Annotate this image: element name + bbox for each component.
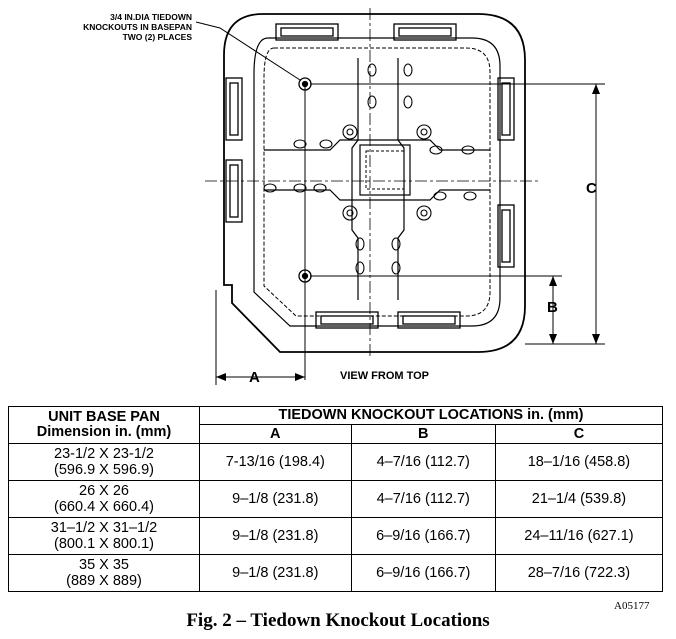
dimension-a-label: A bbox=[249, 369, 260, 386]
base-millimeters: (800.1 X 800.1) bbox=[54, 536, 154, 552]
base-pan-cell: 35 X 35 (889 X 889) bbox=[8, 554, 200, 592]
tiedown-group-header: TIEDOWN KNOCKOUT LOCATIONS in. (mm) bbox=[199, 406, 663, 425]
cross-rib-horizontal bbox=[264, 139, 490, 201]
tiedown-knockout-note: 3/4 IN.DIA TIEDOWN KNOCKOUTS IN BASEPAN … bbox=[40, 12, 192, 42]
location-a-cell: 9–1/8 (231.8) bbox=[199, 480, 352, 518]
view-label: VIEW FROM TOP bbox=[340, 370, 430, 382]
base-millimeters: (596.9 X 596.9) bbox=[54, 462, 154, 478]
location-a-cell: 9–1/8 (231.8) bbox=[199, 517, 352, 555]
note-line: 3/4 IN.DIA TIEDOWN bbox=[110, 12, 192, 22]
perimeter-slots bbox=[225, 23, 515, 329]
table-row: 31–1/2 X 31–1/2 (800.1 X 800.1) 9–1/8 (2… bbox=[8, 517, 664, 555]
note-line: TWO (2) PLACES bbox=[122, 32, 192, 42]
base-millimeters: (660.4 X 660.4) bbox=[54, 499, 154, 515]
base-inches: 23-1/2 X 23-1/2 bbox=[54, 446, 154, 462]
location-b-cell: 4–7/16 (112.7) bbox=[350, 443, 496, 481]
base-inches: 35 X 35 bbox=[79, 557, 129, 573]
column-c-header: C bbox=[494, 424, 664, 444]
base-millimeters: (889 X 889) bbox=[66, 573, 142, 589]
base-pan-outline bbox=[223, 13, 526, 353]
column-b-header: B bbox=[350, 424, 496, 444]
location-b-cell: 4–7/16 (112.7) bbox=[350, 480, 496, 518]
location-c-cell: 18–1/16 (458.8) bbox=[494, 443, 664, 481]
base-pan-header: UNIT BASE PAN Dimension in. (mm) bbox=[8, 406, 200, 444]
note-line: KNOCKOUTS IN BASEPAN bbox=[83, 22, 192, 32]
base-inches: 31–1/2 X 31–1/2 bbox=[50, 520, 158, 536]
inner-channel bbox=[253, 37, 501, 327]
figure-caption: Fig. 2 – Tiedown Knockout Locations bbox=[186, 610, 490, 631]
base-pan-cell: 26 X 26 (660.4 X 660.4) bbox=[8, 480, 200, 518]
base-pan-top-view-drawing bbox=[195, 8, 605, 385]
base-pan-header-line1: UNIT BASE PAN bbox=[48, 409, 160, 425]
base-pan-cell: 23-1/2 X 23-1/2 (596.9 X 596.9) bbox=[8, 443, 200, 481]
center-boss bbox=[359, 144, 411, 196]
table-row: 23-1/2 X 23-1/2 (596.9 X 596.9) 7-13/16 … bbox=[8, 443, 664, 481]
base-pan-header-line2: Dimension in. (mm) bbox=[36, 424, 172, 440]
location-c-cell: 21–1/4 (539.8) bbox=[494, 480, 664, 518]
base-pan-cell: 31–1/2 X 31–1/2 (800.1 X 800.1) bbox=[8, 517, 200, 555]
note-leader bbox=[195, 21, 301, 81]
dimension-arrowheads bbox=[216, 84, 600, 381]
location-c-cell: 28–7/16 (722.3) bbox=[494, 554, 664, 592]
figure-code: A05177 bbox=[614, 600, 650, 612]
pan-bosses bbox=[263, 63, 477, 275]
location-a-cell: 7-13/16 (198.4) bbox=[199, 443, 352, 481]
location-b-cell: 6–9/16 (166.7) bbox=[350, 517, 496, 555]
base-inches: 26 X 26 bbox=[79, 483, 129, 499]
location-a-cell: 9–1/8 (231.8) bbox=[199, 554, 352, 592]
column-a-header: A bbox=[199, 424, 352, 444]
table-row: 26 X 26 (660.4 X 660.4) 9–1/8 (231.8) 4–… bbox=[8, 480, 664, 518]
dimension-b-label: B bbox=[547, 299, 558, 316]
dimension-lines bbox=[215, 83, 605, 385]
inner-channel-dashed bbox=[263, 47, 491, 317]
tiedown-locations-table: UNIT BASE PAN Dimension in. (mm) TIEDOWN… bbox=[8, 406, 664, 592]
location-c-cell: 24–11/16 (627.1) bbox=[494, 517, 664, 555]
dimension-c-label: C bbox=[586, 180, 597, 197]
centerlines bbox=[205, 8, 540, 358]
location-b-cell: 6–9/16 (166.7) bbox=[350, 554, 496, 592]
table-row: 35 X 35 (889 X 889) 9–1/8 (231.8) 6–9/16… bbox=[8, 554, 664, 592]
